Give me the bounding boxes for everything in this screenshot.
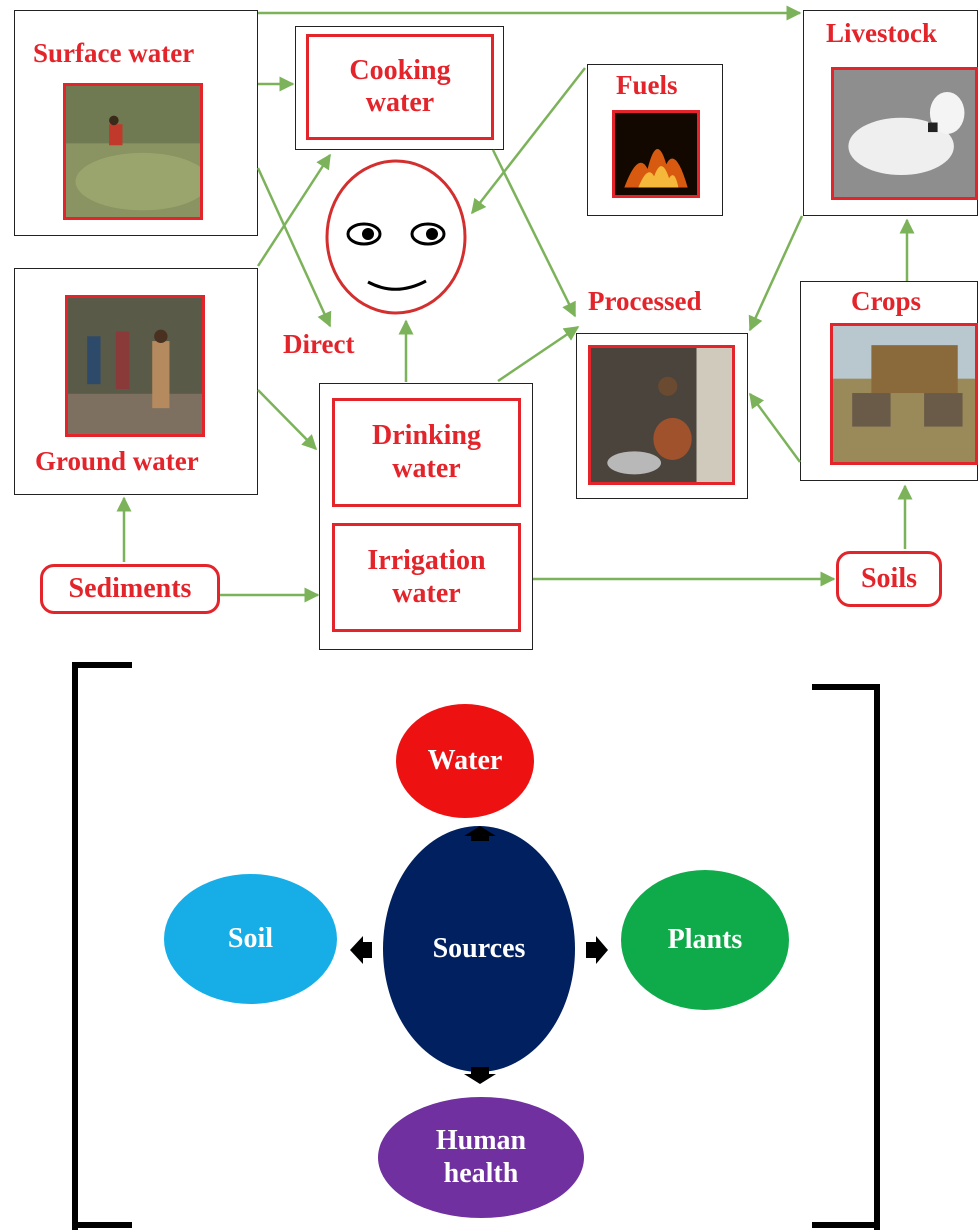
arrow-up-icon bbox=[464, 826, 496, 841]
right-bracket-vertical bbox=[874, 684, 880, 1230]
plants-oval: Plants bbox=[621, 870, 789, 1010]
human-health-oval: Human health bbox=[378, 1097, 584, 1218]
flow-arrows bbox=[116, 5, 915, 603]
surface-water-label: Surface water bbox=[33, 38, 195, 68]
surface-water-photo bbox=[63, 83, 203, 220]
fuels-label: Fuels bbox=[616, 70, 678, 100]
irrigation-water-label: Irrigation water bbox=[332, 523, 521, 632]
arrow-livestock-to-processed bbox=[748, 215, 804, 332]
soil-oval: Soil bbox=[164, 874, 337, 1004]
left-bracket-top bbox=[72, 662, 132, 668]
processed-label: Processed bbox=[588, 286, 702, 316]
smiley-face-icon bbox=[325, 159, 467, 315]
arrow-fuels-to-smiley bbox=[471, 67, 586, 215]
arrow-crops-to-processed bbox=[748, 392, 802, 463]
arrow-left-icon bbox=[350, 936, 372, 964]
arrow-down-icon bbox=[464, 1067, 496, 1084]
right-bracket-top bbox=[812, 684, 880, 690]
drinking-water-label: Drinking water bbox=[332, 398, 521, 507]
soils-label: Soils bbox=[836, 551, 942, 607]
water-oval: Water bbox=[396, 704, 534, 818]
sources-oval: Sources bbox=[383, 826, 575, 1072]
right-bracket-bottom bbox=[812, 1222, 880, 1228]
arrow-cooking-to-processed bbox=[491, 149, 577, 318]
arrow-ground-to-drinking bbox=[257, 389, 318, 451]
arrow-ground-to-cooking bbox=[256, 153, 332, 267]
livestock-label: Livestock bbox=[826, 18, 937, 48]
left-bracket-bottom bbox=[72, 1222, 132, 1228]
processed-photo bbox=[588, 345, 735, 485]
arrow-surface-to-direct bbox=[256, 167, 332, 328]
crops-label: Crops bbox=[851, 286, 922, 316]
direct-label: Direct bbox=[283, 329, 355, 359]
left-bracket-vertical bbox=[72, 662, 78, 1230]
arrow-drinking-to-processed bbox=[497, 325, 580, 383]
ground-water-label: Ground water bbox=[35, 446, 199, 476]
crops-photo bbox=[830, 323, 978, 465]
livestock-photo bbox=[831, 67, 978, 200]
fuels-photo bbox=[612, 110, 700, 198]
cooking-water-label: Cooking water bbox=[306, 34, 494, 140]
arrow-right-icon bbox=[586, 936, 608, 964]
sediments-label: Sediments bbox=[40, 564, 220, 614]
ground-water-photo bbox=[65, 295, 205, 437]
